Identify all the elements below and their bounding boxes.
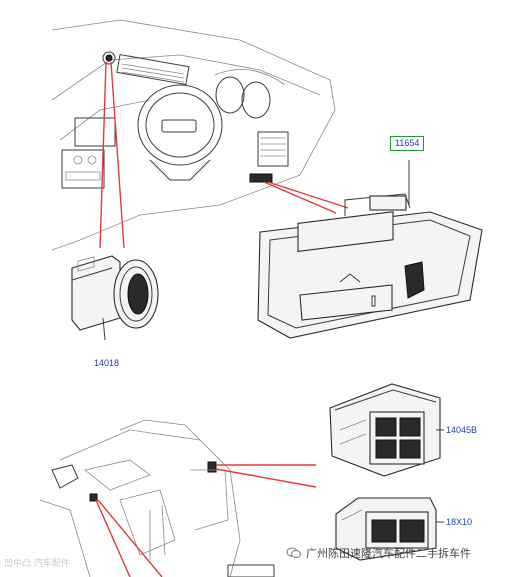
watermark-left: 凹中凸 汽车配件 [4, 559, 70, 569]
part-label-18x10[interactable]: 18X10 [446, 517, 473, 527]
watermark-right-text: 广州陈田速隆汽车配件二手拆车件 [306, 547, 471, 560]
callout-lines-upper [99, 61, 349, 249]
part-label-14018[interactable]: 14018 [94, 358, 120, 368]
fuel-flap-part [71, 255, 159, 341]
main-switch-part [257, 160, 483, 339]
dashboard-illustration [51, 19, 336, 251]
callout-lines-lower [95, 464, 317, 577]
wechat-icon [286, 547, 301, 558]
lower-interior-illustration [39, 419, 275, 577]
part-label-11654[interactable]: 11654 [390, 136, 425, 151]
switch-part-18x10 [335, 497, 437, 561]
part-label-14045b[interactable]: 14045B [446, 425, 478, 435]
switch-part-14045b [329, 383, 441, 477]
watermark-right: 广州陈田速隆汽车配件二手拆车件 [286, 545, 471, 561]
